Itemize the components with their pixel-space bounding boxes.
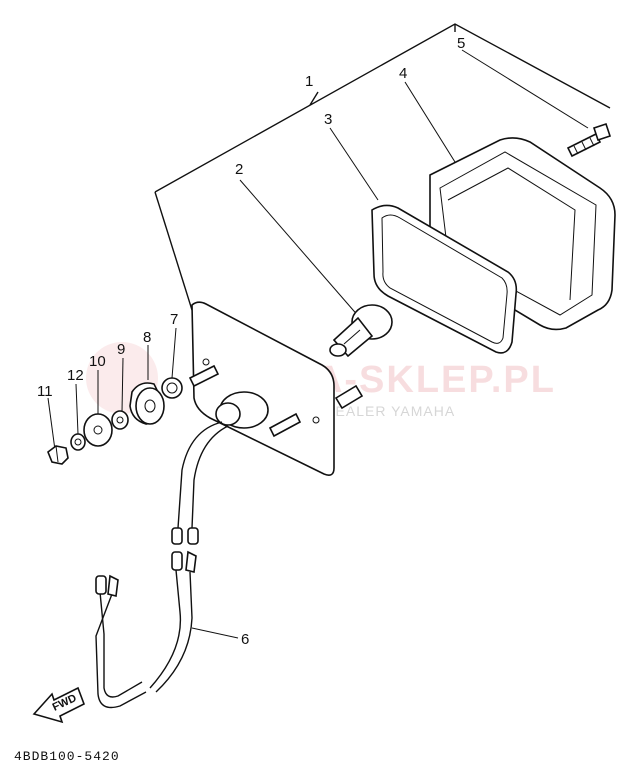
nut [47,445,69,465]
callout-1: 1 [305,73,313,90]
callout-numbers: 1 2 3 4 5 6 7 8 9 10 11 12 [37,35,465,648]
bulb [329,304,393,358]
screw [566,122,612,158]
spring-washer [70,433,86,451]
socket-wiring [171,391,269,545]
callout-11: 11 [37,383,53,400]
callout-8: 8 [143,329,151,346]
callout-3: 3 [324,111,332,128]
callout-4: 4 [399,65,407,82]
callout-2: 2 [235,161,243,178]
callout-12: 12 [67,367,84,384]
assembly-bracket [154,23,611,311]
leader-lines [47,49,589,639]
base-plate [188,301,364,476]
callout-9: 9 [117,341,125,358]
callout-7: 7 [170,311,178,328]
washer [161,377,183,399]
gasket [371,204,518,354]
fwd-arrow-icon: FWD [32,686,86,724]
plate-washer [83,413,113,447]
collar [111,410,129,430]
wire-harness [95,550,197,709]
callout-10: 10 [89,353,106,370]
grommet [129,382,165,425]
callout-6: 6 [241,631,249,648]
callout-5: 5 [457,35,465,52]
diagram-code: 4BDB100-5420 [14,749,120,764]
